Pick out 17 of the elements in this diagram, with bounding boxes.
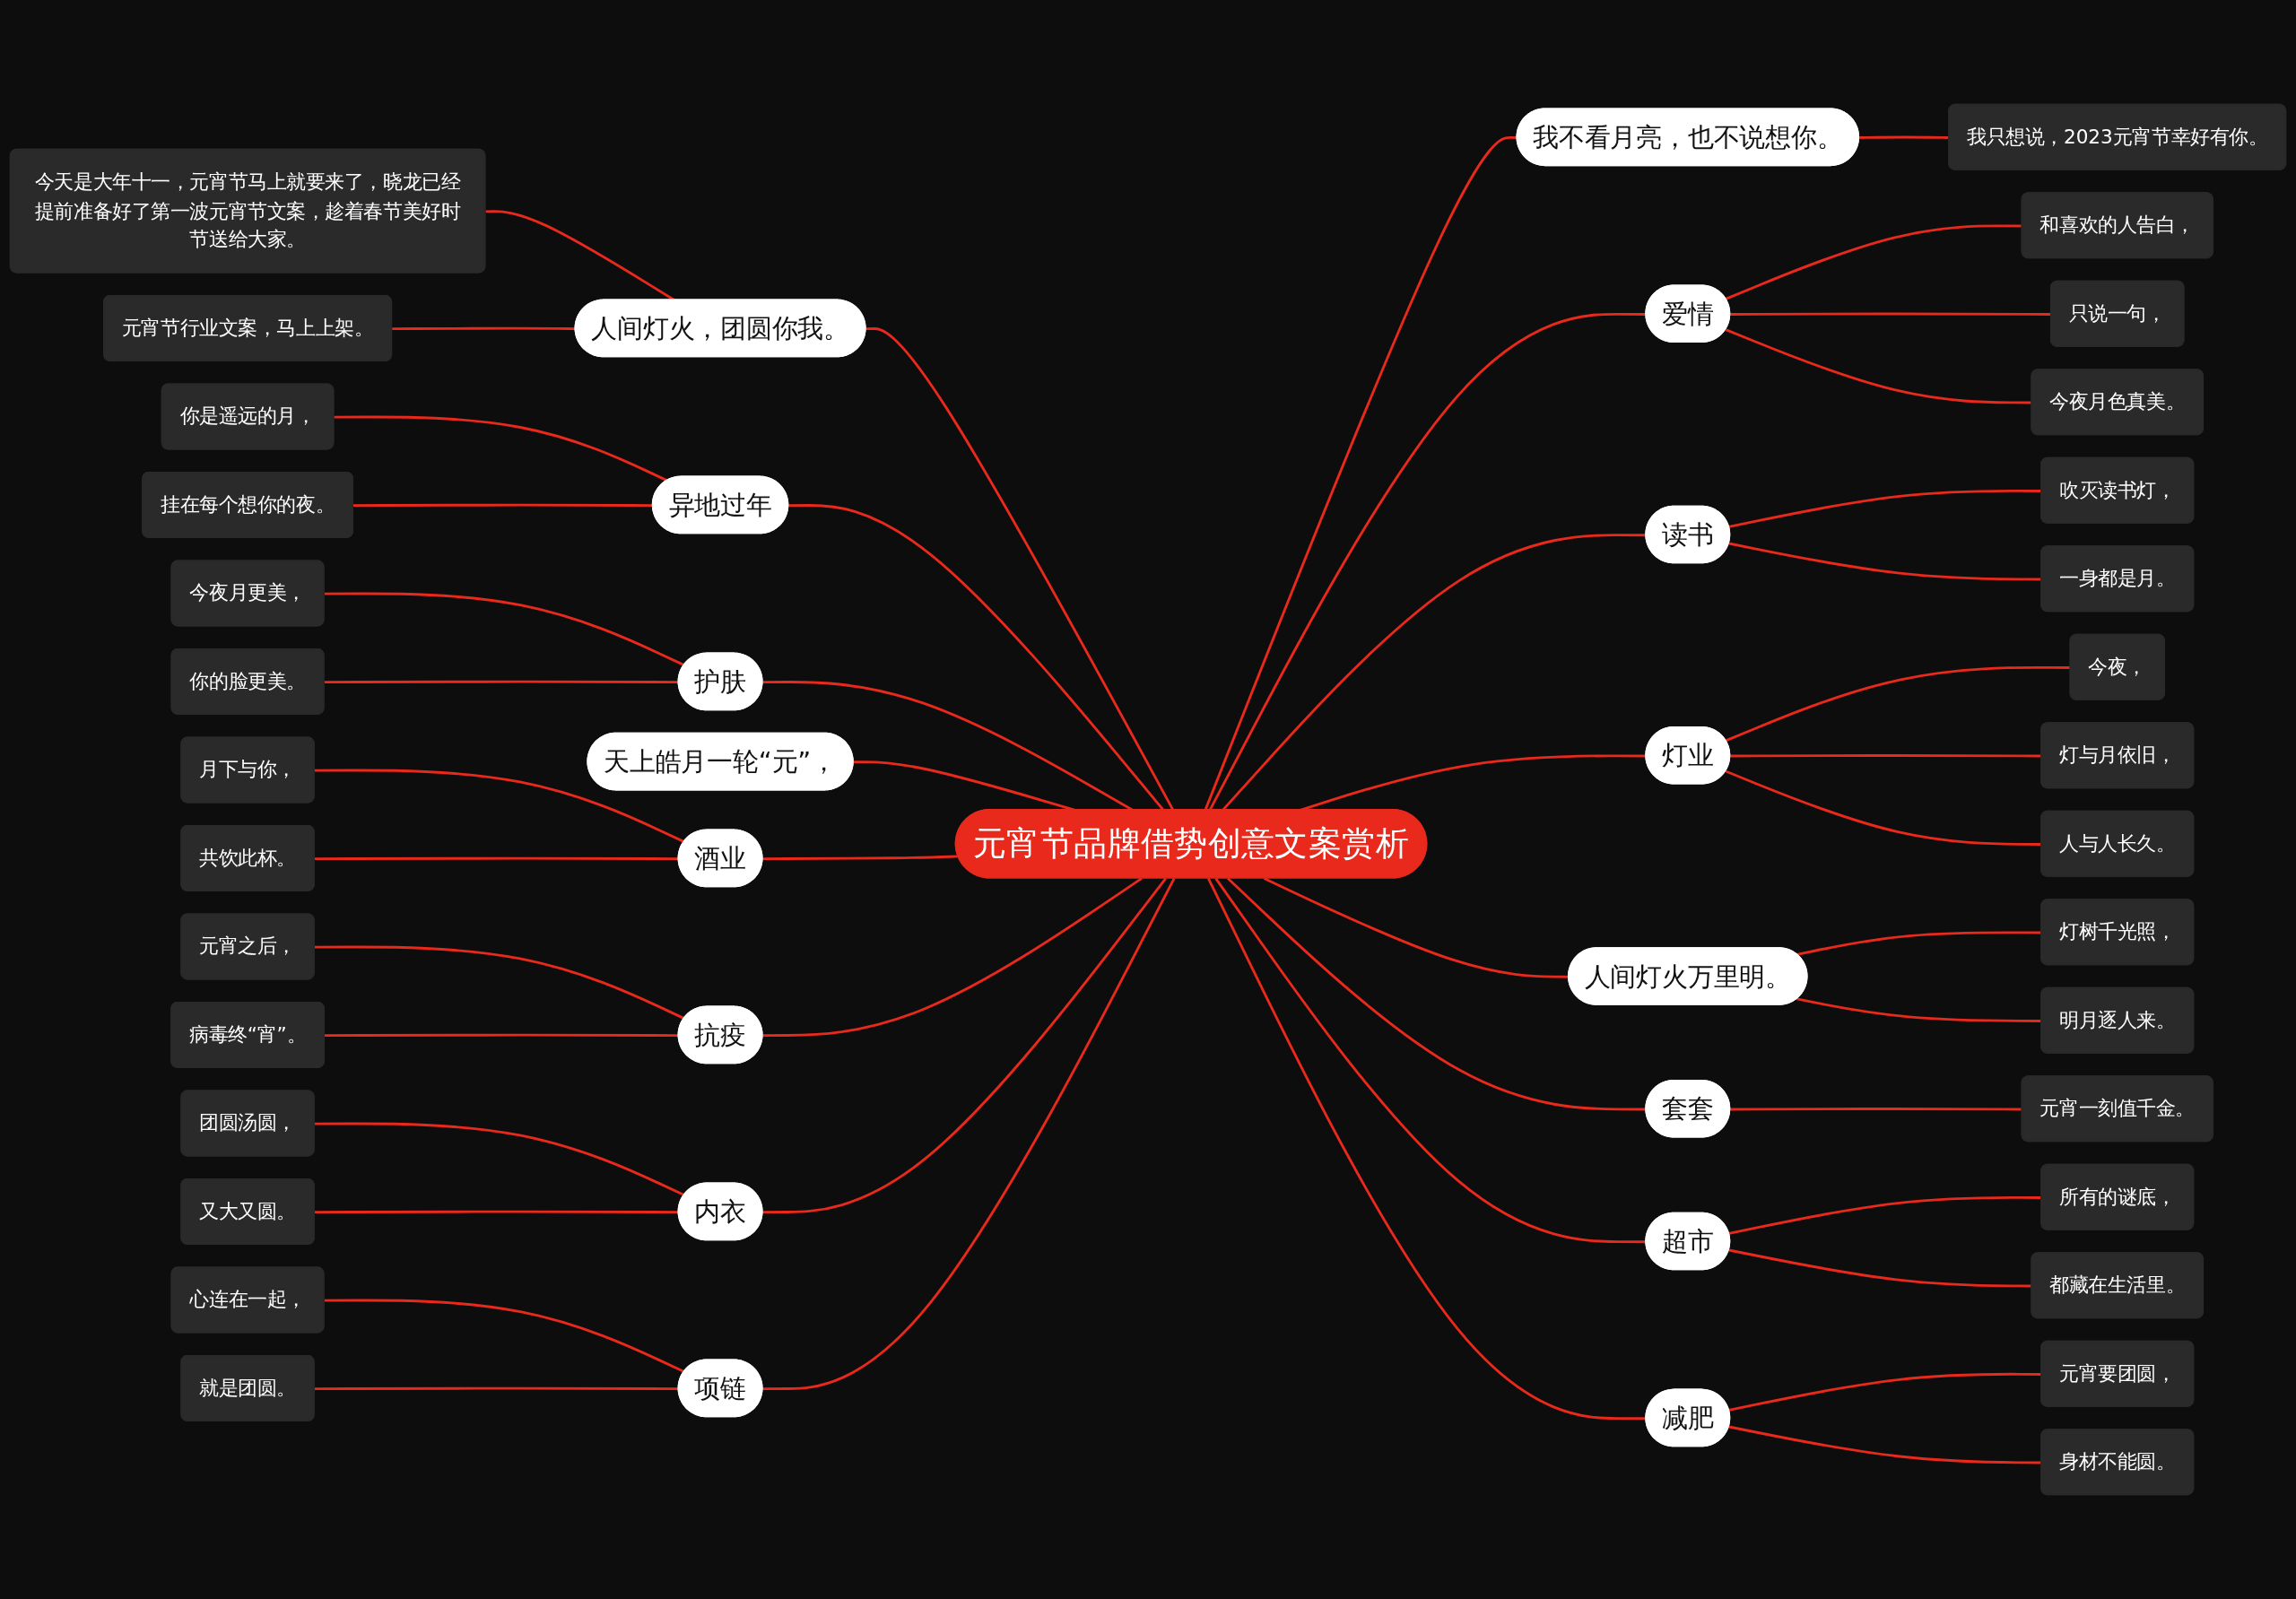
connector (314, 1122, 685, 1197)
connector (762, 877, 1176, 1391)
connector (1214, 877, 1647, 1244)
connector (762, 877, 1143, 1038)
connector (762, 855, 959, 861)
connector (324, 592, 685, 667)
connector (1725, 665, 2071, 743)
connector (334, 415, 668, 482)
connector (1204, 135, 1518, 811)
connector (314, 769, 685, 844)
connector (314, 945, 685, 1021)
connector (1227, 877, 1647, 1111)
connector (1728, 1248, 2032, 1288)
connector (1725, 328, 2032, 404)
connector (1207, 877, 1647, 1421)
connector (324, 1299, 685, 1374)
connector (762, 877, 1167, 1214)
